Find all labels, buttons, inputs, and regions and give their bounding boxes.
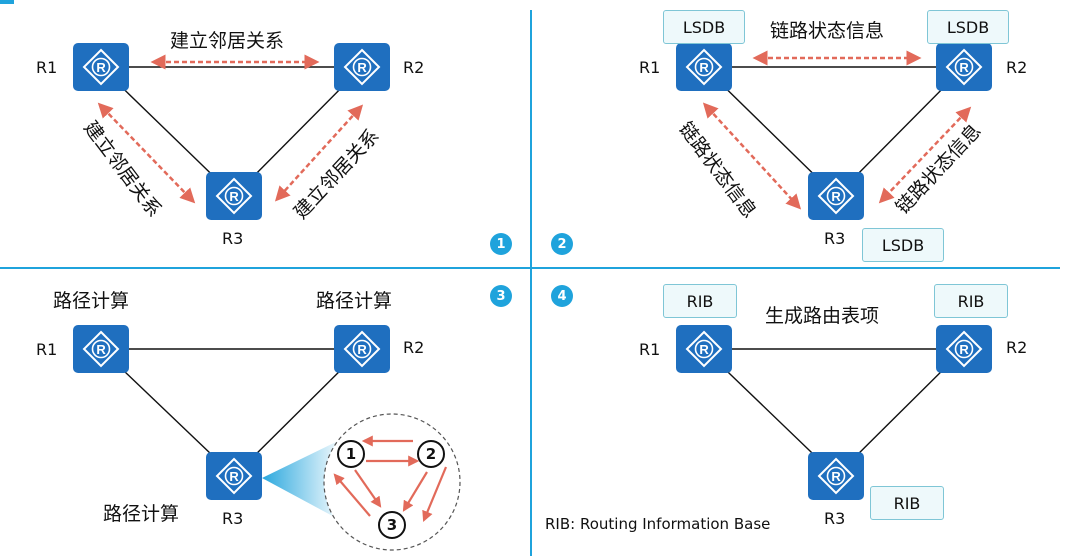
lsdb-box-r2: LSDB bbox=[927, 10, 1009, 44]
rib-box-r2: RIB bbox=[934, 284, 1008, 318]
path-calc-label-r1: 路径计算 bbox=[53, 290, 130, 312]
link-label-top: 链路状态信息 bbox=[770, 20, 885, 42]
panel-2-arrows bbox=[702, 50, 972, 210]
rib-box-r1: RIB bbox=[663, 284, 737, 318]
path-calc-label-r3: 路径计算 bbox=[103, 503, 180, 525]
router-label-r2: R2 bbox=[1006, 58, 1028, 77]
router-label-r3: R3 bbox=[222, 509, 244, 528]
link-label-top: 建立邻居关系 bbox=[170, 30, 285, 52]
router-r3-icon bbox=[807, 451, 865, 501]
router-r1-icon bbox=[675, 42, 733, 92]
router-r2-icon bbox=[333, 324, 391, 374]
step-badge-3: 3 bbox=[490, 285, 512, 307]
rib-footnote: RIB: Routing Information Base bbox=[545, 515, 771, 533]
routing-table-title: 生成路由表项 bbox=[765, 305, 880, 327]
router-r1-icon bbox=[72, 324, 130, 374]
spf-node-2: 2 bbox=[417, 440, 445, 468]
router-label-r1: R1 bbox=[639, 340, 661, 359]
zoom-beam bbox=[262, 440, 340, 520]
router-r3-icon bbox=[205, 451, 263, 501]
step-badge-4: 4 bbox=[551, 285, 573, 307]
spf-arrows bbox=[333, 435, 448, 523]
router-r1-icon bbox=[72, 42, 130, 92]
panel-1-arrows bbox=[97, 54, 364, 204]
router-label-r3: R3 bbox=[824, 509, 846, 528]
path-calc-label-r2: 路径计算 bbox=[316, 290, 393, 312]
router-label-r3: R3 bbox=[222, 229, 244, 248]
router-label-r2: R2 bbox=[1006, 338, 1028, 357]
lsdb-box-r1: LSDB bbox=[663, 10, 745, 44]
step-badge-1: 1 bbox=[490, 233, 512, 255]
spf-node-3: 3 bbox=[378, 511, 406, 539]
router-label-r2: R2 bbox=[403, 58, 425, 77]
corner-mark bbox=[0, 0, 14, 4]
router-r2-icon bbox=[333, 42, 391, 92]
router-r3-icon bbox=[205, 171, 263, 221]
router-label-r1: R1 bbox=[36, 58, 58, 77]
router-r2-icon bbox=[935, 324, 993, 374]
router-label-r1: R1 bbox=[36, 340, 58, 359]
lsdb-box-r3: LSDB bbox=[862, 228, 944, 262]
router-r1-icon bbox=[675, 324, 733, 374]
router-r3-icon bbox=[807, 171, 865, 221]
spf-node-1: 1 bbox=[337, 440, 365, 468]
router-label-r1: R1 bbox=[639, 58, 661, 77]
router-r2-icon bbox=[935, 42, 993, 92]
router-label-r2: R2 bbox=[403, 338, 425, 357]
rib-box-r3: RIB bbox=[870, 486, 944, 520]
router-label-r3: R3 bbox=[824, 229, 846, 248]
step-badge-2: 2 bbox=[551, 233, 573, 255]
